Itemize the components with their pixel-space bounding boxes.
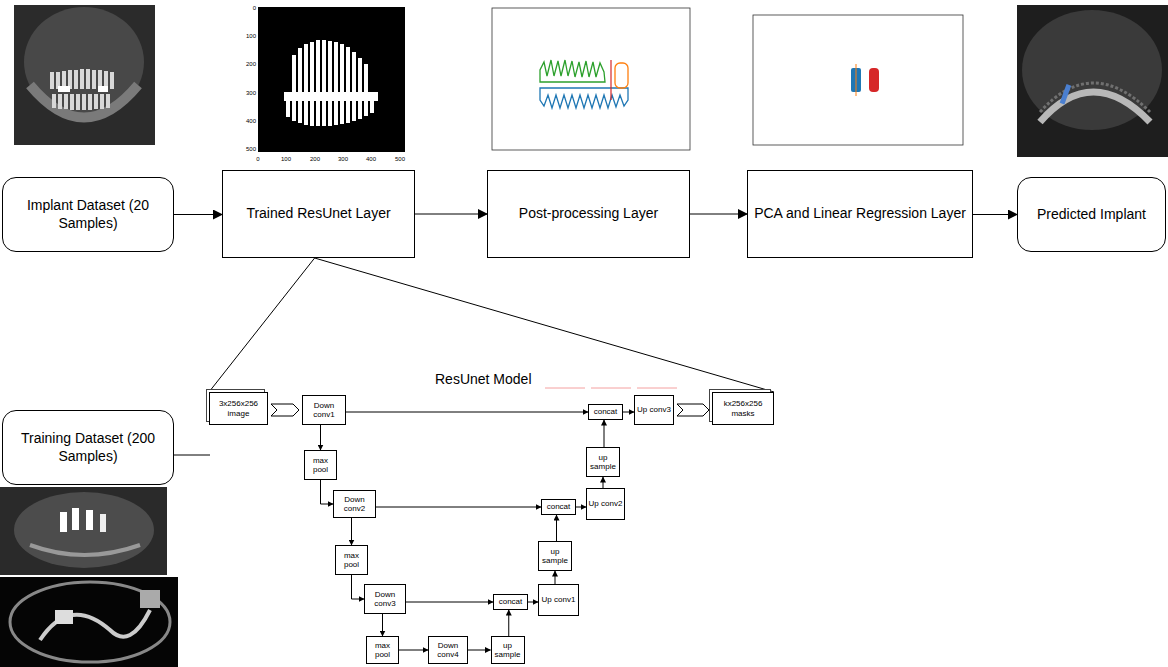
flow-arrow (973, 214, 1017, 215)
conv-block: Down conv3 (364, 584, 406, 614)
box-label: Up conv2 (589, 499, 623, 508)
chevron-arrow (677, 404, 709, 416)
conv-block: Up conv2 (586, 488, 625, 520)
flow-arrow (382, 614, 383, 636)
layer-box: Trained ResUnet Layer (222, 170, 415, 258)
axis-tick: 0 (256, 156, 259, 162)
box-label: Post-processing Layer (519, 205, 658, 223)
flow-arrow (556, 515, 557, 541)
contour-plot (492, 8, 690, 150)
title-underline (545, 388, 680, 389)
flow-arrow (468, 650, 491, 651)
box-label: max pool (305, 456, 336, 474)
flow-arrow (174, 214, 222, 215)
box-label: Down conv3 (365, 590, 405, 608)
flow-arrow (351, 518, 352, 545)
box-label: Down conv4 (429, 641, 467, 659)
pool-block: max pool (366, 636, 399, 664)
ct-slice (0, 577, 178, 667)
conv-block: Down conv2 (333, 490, 376, 518)
chevron-arrow (271, 404, 299, 416)
concat-block: concat (493, 594, 528, 610)
flow-arrow (528, 602, 538, 603)
box-label: kx256x256 masks (713, 399, 773, 417)
conv-block: Down conv1 (302, 395, 346, 425)
flow-arrow (320, 425, 321, 450)
dataset-box: Training Dataset (200 Samples) (2, 410, 174, 485)
flow-arrow (352, 575, 365, 599)
flow-arrow (555, 571, 556, 584)
flow-arrow (376, 507, 541, 508)
box-label: concat (547, 502, 571, 511)
concat-block: concat (588, 404, 623, 420)
flow-arrow (399, 650, 428, 651)
training-scan (0, 487, 167, 575)
dataset-box: Implant Dataset (20 Samples) (2, 177, 174, 252)
flow-arrow (346, 412, 588, 413)
box-label: Down conv2 (334, 495, 375, 513)
upsample-block: up sample (586, 447, 620, 477)
flow-arrow (415, 214, 487, 215)
implant-plot (753, 15, 963, 145)
flow-arrow (603, 477, 604, 488)
output-tensor: kx256x256 masks (712, 392, 774, 425)
flow-arrow (508, 610, 509, 636)
box-label: Implant Dataset (20 Samples) (3, 197, 173, 232)
axis-tick: 400 (366, 156, 376, 162)
pool-block: max pool (335, 545, 368, 575)
upsample-block: up sample (538, 541, 572, 571)
layer-box: Post-processing Layer (487, 170, 690, 258)
axis-tick: 500 (395, 156, 405, 162)
axis-tick: 500 (246, 146, 256, 152)
axis-tick: 400 (246, 118, 256, 124)
box-label: Up conv1 (542, 595, 576, 604)
axis-tick: 0 (253, 5, 256, 11)
segmentation-mask (258, 7, 405, 152)
conv-block: Up conv1 (538, 584, 579, 616)
upsample-block: up sample (491, 636, 525, 664)
axis-tick: 200 (246, 61, 256, 67)
conv-block: Down conv4 (428, 636, 468, 664)
flow-arrow (576, 507, 586, 508)
box-label: Predicted Implant (1037, 206, 1146, 224)
box-label: 3x256x256 image (210, 399, 267, 417)
panoramic-xray (14, 5, 155, 145)
flow-arrow (604, 420, 605, 447)
flow-arrow (690, 214, 747, 215)
box-label: max pool (367, 641, 398, 659)
box-label: PCA and Linear Regression Layer (754, 205, 966, 223)
axis-tick: 100 (281, 156, 291, 162)
input-tensor: 3x256x256 image (209, 392, 268, 425)
axis-tick: 100 (246, 33, 256, 39)
pool-block: max pool (304, 450, 337, 480)
predicted-scan (1017, 5, 1168, 157)
layer-box: PCA and Linear Regression Layer (747, 170, 973, 258)
box-label: Trained ResUnet Layer (246, 205, 390, 223)
model-title: ResUnet Model (435, 372, 532, 386)
box-label: Up conv3 (637, 405, 671, 414)
box-label: max pool (336, 551, 367, 569)
axis-tick: 200 (310, 156, 320, 162)
output-box: Predicted Implant (1017, 177, 1166, 252)
box-label: Training Dataset (200 Samples) (3, 430, 173, 465)
box-label: concat (499, 597, 523, 606)
zoom-line (315, 258, 774, 392)
box-label: Down conv1 (303, 401, 345, 419)
zoom-line (209, 258, 315, 392)
concat-block: concat (541, 499, 576, 515)
box-label: up sample (492, 641, 524, 659)
flow-arrow (623, 412, 634, 413)
box-label: up sample (587, 453, 619, 471)
flow-arrow (321, 480, 334, 504)
axis-tick: 300 (246, 90, 256, 96)
conv-block: Up conv3 (634, 395, 674, 425)
box-label: concat (594, 407, 618, 416)
flow-arrow (406, 602, 493, 603)
box-label: up sample (539, 547, 571, 565)
axis-tick: 300 (338, 156, 348, 162)
